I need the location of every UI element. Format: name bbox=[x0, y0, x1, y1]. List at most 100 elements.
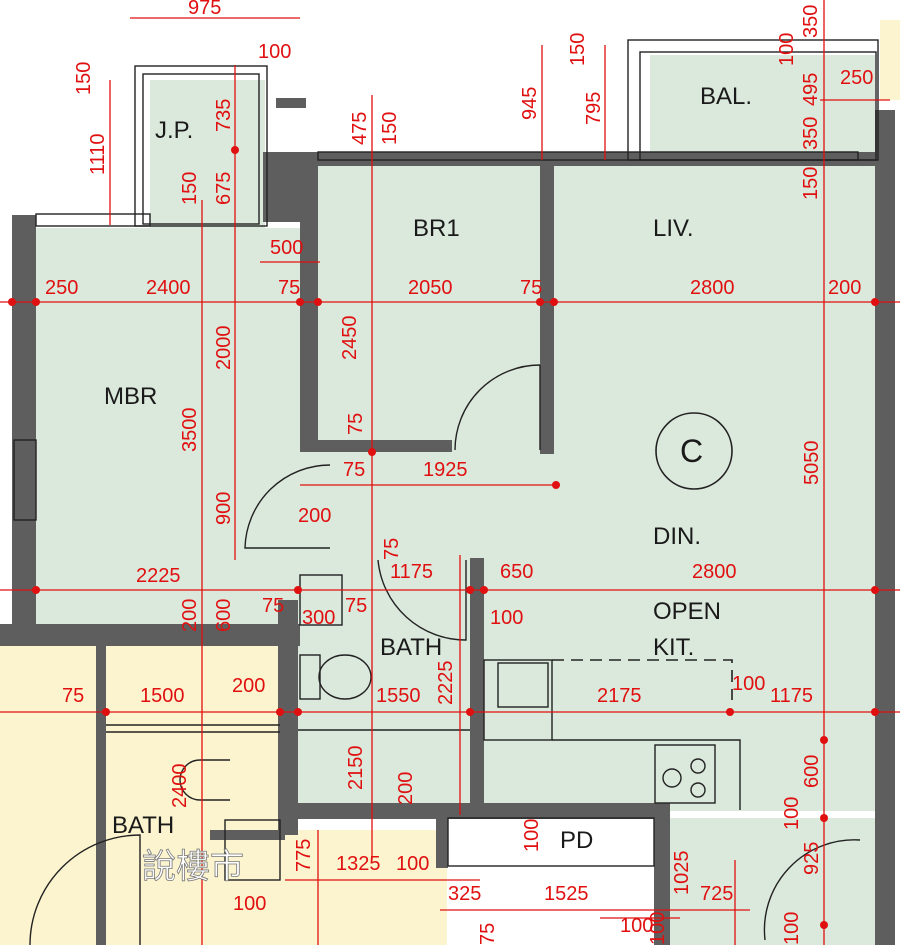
dim-v-600: 600 bbox=[801, 755, 823, 788]
dim-dot bbox=[32, 298, 40, 306]
dim-v-600: 600 bbox=[213, 599, 235, 632]
dim-v-150: 150 bbox=[800, 167, 822, 200]
dim-v-945: 945 bbox=[519, 87, 541, 120]
dim-dot bbox=[466, 708, 474, 716]
dim-dot bbox=[871, 708, 879, 716]
dim-1325: 1325 bbox=[336, 853, 381, 875]
dim-v-795: 795 bbox=[583, 92, 605, 125]
dim-v-2150: 2150 bbox=[345, 746, 367, 791]
dim-dot bbox=[871, 586, 879, 594]
room-label-pd: PD bbox=[560, 827, 593, 854]
room-fills bbox=[0, 20, 900, 945]
dim-2175: 2175 bbox=[597, 685, 642, 707]
dim-dot bbox=[32, 586, 40, 594]
dim-1525: 1525 bbox=[544, 883, 589, 905]
dim-75: 75 bbox=[62, 685, 84, 707]
neighbor-floor-top bbox=[880, 20, 900, 100]
dim-200: 200 bbox=[232, 675, 265, 697]
dim-v-150: 150 bbox=[73, 62, 95, 95]
room-label-br1: BR1 bbox=[413, 215, 460, 242]
dim-v-150: 150 bbox=[379, 112, 401, 145]
jp-floor bbox=[150, 80, 265, 230]
wall bbox=[12, 215, 36, 635]
wall bbox=[470, 558, 484, 816]
watermark-text: 說樓市 bbox=[142, 847, 244, 887]
dim-dot bbox=[294, 708, 302, 716]
neighbor-floor-2 bbox=[285, 830, 447, 945]
wall bbox=[436, 818, 448, 868]
dim-1550: 1550 bbox=[376, 685, 421, 707]
dim-100: 100 bbox=[620, 915, 653, 937]
dim-250: 250 bbox=[45, 277, 78, 299]
dim-500: 500 bbox=[270, 237, 303, 259]
kitchen-counter bbox=[483, 659, 553, 741]
dim-100: 100 bbox=[396, 853, 429, 875]
room-label-liv: LIV. bbox=[653, 215, 694, 242]
neighbor-floor bbox=[0, 645, 285, 945]
wall bbox=[875, 110, 895, 945]
pd-floor bbox=[447, 818, 654, 866]
dim-v-100: 100 bbox=[521, 819, 543, 852]
jp-outline-inner bbox=[142, 73, 260, 225]
walls bbox=[0, 98, 895, 945]
door-left-bath bbox=[29, 834, 141, 945]
dim-dot bbox=[480, 586, 488, 594]
kitchen-counter-front bbox=[552, 739, 741, 810]
dim-725: 725 bbox=[700, 883, 733, 905]
dim-dot bbox=[820, 736, 828, 744]
room-label-din: DIN. bbox=[653, 523, 701, 550]
dim-dot bbox=[231, 146, 239, 154]
dim-v-775: 775 bbox=[293, 839, 315, 872]
watermark: 說樓市 bbox=[142, 847, 245, 888]
wall bbox=[300, 440, 452, 452]
dim-v-2450: 2450 bbox=[339, 316, 361, 361]
room-label-mbr: MBR bbox=[104, 383, 157, 410]
hob-ring bbox=[690, 782, 706, 798]
dim-1175: 1175 bbox=[770, 685, 813, 707]
left-basin bbox=[224, 819, 281, 881]
toilet-tank bbox=[299, 654, 321, 700]
dim-75: 75 bbox=[345, 595, 367, 617]
dim-v-75: 75 bbox=[477, 923, 499, 945]
dim-v-735: 735 bbox=[213, 99, 235, 132]
dim-dot bbox=[466, 586, 474, 594]
wall bbox=[0, 624, 300, 646]
dim-100: 100 bbox=[732, 673, 765, 695]
dim-dot bbox=[550, 298, 558, 306]
room-label-kit: KIT. bbox=[653, 634, 694, 661]
bath-floor bbox=[298, 560, 480, 815]
dim-v-350: 350 bbox=[800, 5, 822, 38]
dim-v-2000: 2000 bbox=[213, 326, 235, 371]
door-bath bbox=[377, 559, 467, 641]
wall bbox=[278, 600, 298, 835]
dimension-labels-vertical: 150 1110 735 150 675 475 150 945 150 795… bbox=[73, 5, 823, 945]
dim-dot bbox=[368, 448, 376, 456]
dim-v-100: 100 bbox=[647, 912, 669, 945]
door-lower bbox=[763, 839, 861, 941]
room-labels: J.P. BR1 LIV. BAL. MBR DIN. OPEN KIT. BA… bbox=[104, 83, 752, 854]
dim-v-475: 475 bbox=[349, 112, 371, 145]
lower-floor bbox=[660, 818, 875, 945]
dim-2800: 2800 bbox=[690, 277, 735, 299]
dim-dot bbox=[820, 921, 828, 929]
bal-floor bbox=[650, 55, 875, 160]
mbr-floor bbox=[36, 228, 300, 624]
dim-75: 75 bbox=[262, 595, 284, 617]
dim-v-350: 350 bbox=[800, 117, 822, 150]
wall bbox=[210, 830, 285, 840]
jp-outline bbox=[134, 65, 268, 227]
dim-dot bbox=[552, 481, 560, 489]
dim-1175: 1175 bbox=[390, 561, 433, 583]
room-label-open: OPEN bbox=[653, 598, 721, 625]
dim-v-3500: 3500 bbox=[179, 408, 201, 453]
dim-75: 75 bbox=[278, 277, 300, 299]
dim-75: 75 bbox=[520, 277, 542, 299]
wall bbox=[540, 152, 554, 454]
dim-dot bbox=[314, 298, 322, 306]
dim-100: 100 bbox=[258, 41, 291, 63]
window bbox=[317, 151, 859, 161]
dim-v-150: 150 bbox=[567, 33, 589, 66]
door-br1 bbox=[454, 364, 541, 451]
dim-v-75: 75 bbox=[345, 413, 367, 435]
dim-dot bbox=[820, 814, 828, 822]
